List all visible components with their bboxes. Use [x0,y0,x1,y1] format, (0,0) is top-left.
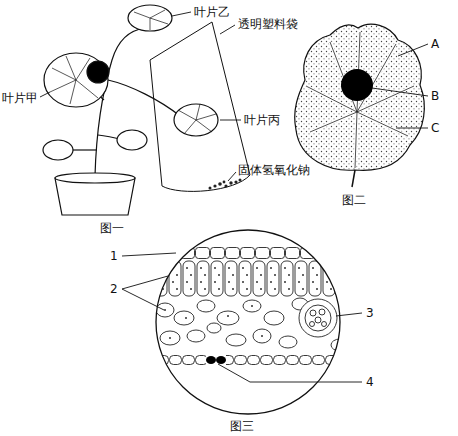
leader-lines [40,12,241,181]
leaf-vein [306,32,414,168]
callout-number: 2 [110,283,118,295]
figure-caption: 图一 [100,222,124,234]
callout-number: 4 [366,376,374,388]
leaf [44,53,108,107]
leaf [128,5,172,31]
figure-caption: 图三 [230,420,254,432]
vein-bundle [299,299,337,337]
leader-lines [122,253,362,382]
branch [108,80,180,116]
black-paper-mask [87,61,109,83]
figure-caption: 图二 [342,194,366,206]
stem [95,28,145,176]
leaf-blade [295,24,425,170]
part-label: 透明塑料袋 [238,18,298,30]
lower-epidermis [150,355,350,365]
part-label: 叶片丙 [244,114,280,126]
leaf-cross-section [150,230,350,420]
leaf-vein [178,104,216,134]
stoma [206,354,226,366]
part-label: 叶片甲 [2,92,38,104]
plastic-bag [150,22,250,191]
part-label: 叶片乙 [194,6,230,18]
chloroplast [164,305,263,339]
callout-number: 1 [110,250,118,262]
leaf [43,140,73,160]
view-circle [156,230,340,414]
callout-letter: B [431,90,439,102]
leaf [174,104,218,136]
potted-plant [43,5,250,215]
leader-lines [372,44,428,128]
callout-letter: C [431,122,439,134]
leaf-figure [295,24,425,187]
callout-number: 3 [366,307,374,319]
leaf-vein [306,32,414,168]
leaf [117,130,147,150]
upper-epidermis [150,247,350,259]
spongy-tissue [156,298,349,351]
part-label: 固体氢氧化钠 [238,164,310,176]
petiole [352,170,355,187]
sodium-hydroxide [209,179,242,190]
leaf-vein [134,10,168,30]
black-paper-mask [341,69,373,101]
pot-rim [55,173,135,183]
callout-letter: A [431,38,439,50]
